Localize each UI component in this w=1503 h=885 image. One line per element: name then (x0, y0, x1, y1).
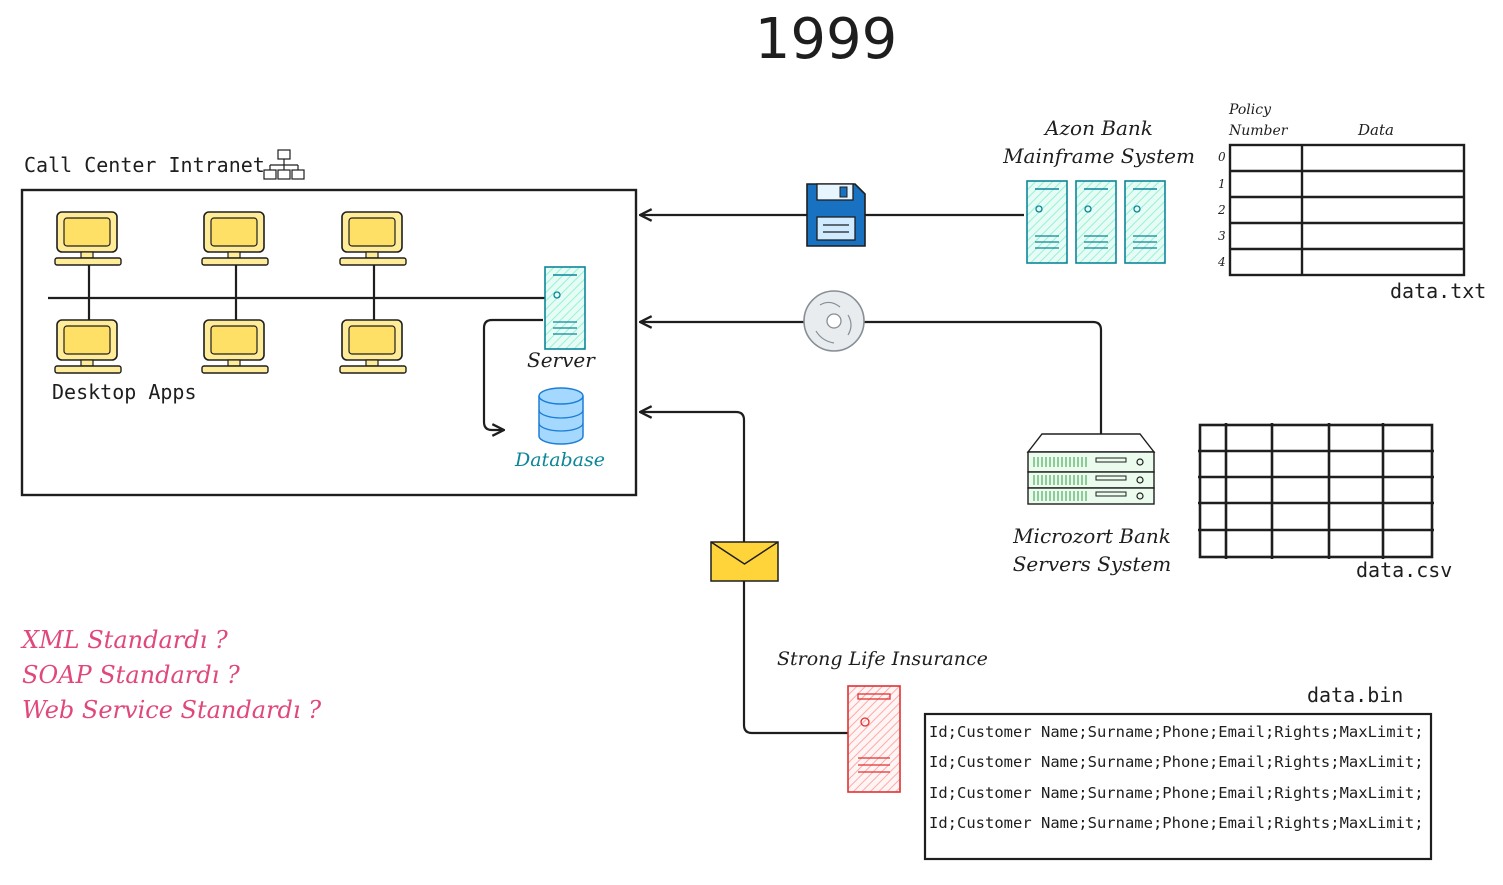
data-bin-line: Id;Customer Name;Surname;Phone;Email;Rig… (929, 723, 1424, 741)
desktop-apps-label: Desktop Apps (52, 380, 197, 404)
floppy-disk-icon (806, 183, 866, 247)
row-number: 3 (1218, 229, 1226, 243)
mainframe-server-icon (1124, 180, 1166, 264)
data-txt-filename: data.txt (1390, 279, 1486, 303)
row-number: 1 (1218, 177, 1226, 191)
data-bin-line: Id;Customer Name;Surname;Phone;Email;Rig… (929, 784, 1424, 802)
server-to-database-arrow (482, 318, 543, 430)
desktop-computer-icon (339, 211, 407, 266)
server-icon (847, 685, 901, 793)
desktop-computer-icon (54, 319, 122, 374)
server-icon (544, 266, 586, 350)
desktop-computer-icon (339, 319, 407, 374)
question-web-service: Web Service Standardı ? (22, 696, 321, 724)
data-bin-box (923, 712, 1433, 861)
call-center-boundary (20, 188, 638, 497)
database-label: Database (514, 449, 605, 471)
call-center-label: Call Center Intranet (24, 153, 265, 177)
question-xml: XML Standardı ? (20, 626, 228, 654)
microzort-label-line2: Servers System (1013, 552, 1172, 576)
rack-server-icon (1026, 433, 1156, 505)
mainframe-server-icon (1026, 180, 1068, 264)
azon-label-line1: Azon Bank (1043, 116, 1153, 140)
server-label: Server (527, 348, 596, 372)
data-bin-line: Id;Customer Name;Surname;Phone;Email;Rig… (929, 814, 1424, 832)
compact-disc-icon (803, 290, 865, 352)
row-number: 2 (1217, 203, 1226, 217)
database-icon (538, 387, 584, 445)
desktop-computer-icon (201, 211, 269, 266)
envelope-icon (710, 541, 779, 582)
data-header: Data (1357, 121, 1394, 139)
microzort-label-line1: Microzort Bank (1012, 524, 1171, 548)
question-soap: SOAP Standardı ? (22, 661, 240, 689)
data-csv-grid (1198, 423, 1434, 559)
network-hierarchy-icon (263, 149, 305, 180)
strong-life-label: Strong Life Insurance (777, 648, 988, 670)
policy-header-line1: Policy (1228, 102, 1272, 118)
row-number: 4 (1217, 255, 1226, 269)
microzort-transfer-arrow (640, 322, 1103, 455)
policy-header-line2: Number (1228, 123, 1289, 139)
data-bin-filename: data.bin (1307, 683, 1403, 707)
desktop-computer-icon (54, 211, 122, 266)
diagram-title: 1999 (755, 7, 898, 72)
data-txt-table (1228, 143, 1466, 277)
desktop-computer-icon (201, 319, 269, 374)
data-csv-filename: data.csv (1356, 558, 1452, 582)
row-number: 0 (1218, 150, 1226, 164)
data-bin-line: Id;Customer Name;Surname;Phone;Email;Rig… (929, 753, 1424, 771)
mainframe-server-icon (1075, 180, 1117, 264)
azon-label-line2: Mainframe System (1002, 144, 1195, 168)
